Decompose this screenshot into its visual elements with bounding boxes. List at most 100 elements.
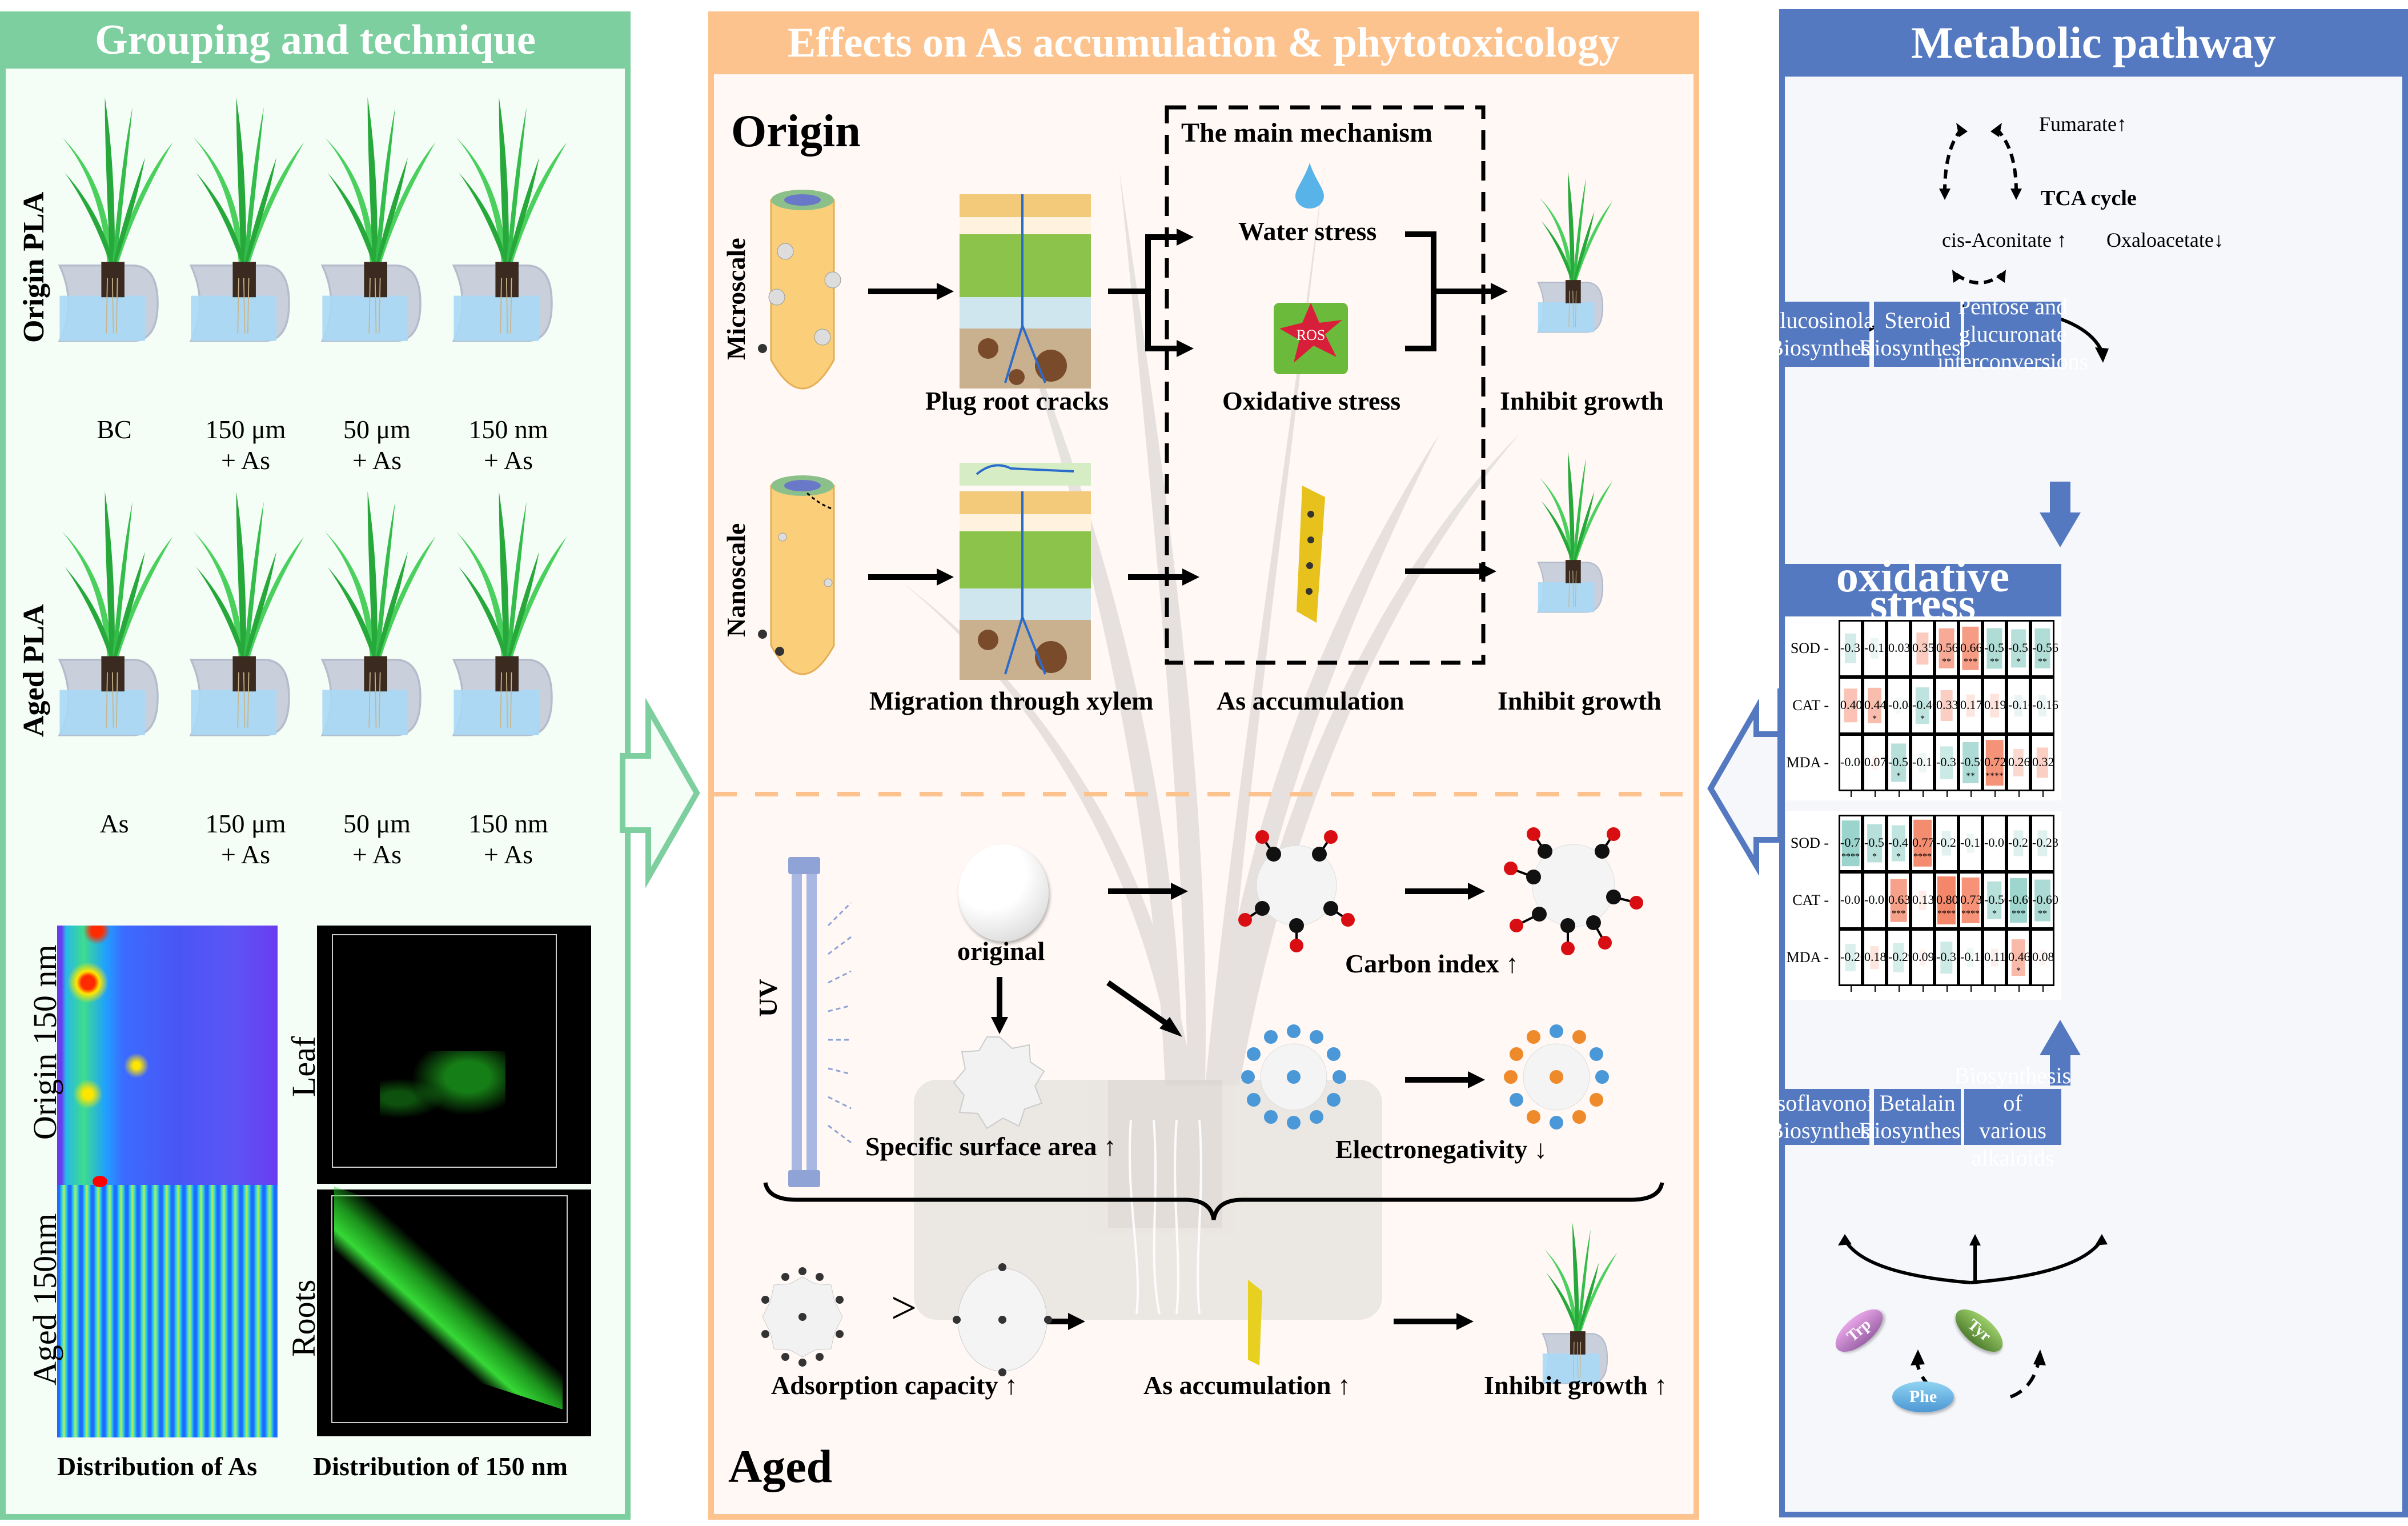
heatmap-cell: 0.11: [1982, 929, 2006, 986]
heatmap-cell-fill: [1966, 834, 1974, 853]
phe-label: Phe: [1909, 1387, 1937, 1406]
heatmap-cell-value: 0.72: [1984, 755, 2006, 769]
heatmap-cell-fill: [1844, 688, 1857, 723]
heatmap-cell-value: -0.45: [1888, 835, 1915, 850]
heatmap-cell-value: 0.44: [1864, 698, 1887, 712]
heatmap-cell: -0.12: [1958, 929, 1986, 986]
water-drop-icon: [1295, 163, 1324, 209]
pathway-box-glucosinolate: Glucosinolate Biosynthesis: [1763, 302, 1891, 367]
heatmap-cell-value: 0.77: [1912, 835, 1935, 850]
left-arrow-icon: [1707, 688, 1783, 876]
heatmap-cell-significance: *: [2016, 966, 2021, 976]
up-block-arrow-icon: [2040, 1020, 2081, 1086]
heatmap-cell-value: -0.06: [1840, 755, 1867, 769]
heatmap-cell-fill: [1966, 694, 1975, 717]
pathway-box-pentose: Pentose and glucuronate interconversions: [1937, 294, 2088, 374]
root-tissue-nano-icon: [960, 463, 1091, 680]
original-particle-icon: [958, 844, 1049, 942]
heatmap-cell-value: 0.09: [1912, 950, 1935, 964]
electronegativity-aged-particle-icon: [1504, 1024, 1609, 1130]
rice-plant-aged-2: [189, 491, 304, 736]
heatmap-cell-significance: *: [1896, 852, 1901, 862]
right-arrow-icon: [620, 698, 700, 888]
aged-adsorbent-particle-icon: [761, 1267, 844, 1367]
pathway-box-alkaloids: Biosynthesis of various alkaloids: [1955, 1063, 2071, 1171]
as-leaf-aged-icon: [1248, 1280, 1262, 1365]
heatmap-cell-value: -0.08: [1888, 698, 1915, 712]
caption-distribution-150nm: Distribution of 150 nm: [313, 1452, 568, 1481]
effects-panel-title: Effects on As accumulation & phytotoxico…: [708, 11, 1699, 74]
heatmap-cell-fill: [1896, 643, 1901, 654]
microscale-root-icon: [758, 190, 841, 390]
heatmap-cell-significance: ***: [2012, 909, 2025, 919]
result-plant-nano: [1537, 451, 1613, 613]
uv-label: UV: [753, 979, 782, 1017]
heatmap-cell-fill: [2013, 830, 2024, 856]
pathway-box-alkaloids-label: Biosynthesis of various alkaloids: [1954, 1063, 2072, 1171]
heatmap-cell-value: -0.01: [1840, 892, 1867, 907]
heatmap-cell: 0.80****: [1935, 872, 1958, 929]
oxidative-stress-title: oxidative stress: [1836, 551, 2010, 628]
heatmap-cell-value: -0.57: [1984, 640, 2010, 655]
heatmap-cell-significance: **: [1966, 771, 1975, 781]
amino-acid-arrows: [1838, 1234, 2108, 1399]
heatmap-cell-fill: [2034, 628, 2050, 669]
heatmap-tick: [1970, 791, 1972, 797]
pathway-box-pentose-label: Pentose and glucuronate interconversions: [1937, 294, 2089, 374]
heatmap-cell: 0.18: [1863, 929, 1887, 986]
heatmap-cell-value: -0.56: [2032, 640, 2058, 655]
heatmap-cell-significance: *: [1872, 714, 1877, 724]
heatmap-cell-value: 0.08: [2032, 950, 2054, 964]
heatmap-cell-fill: [1985, 740, 2004, 786]
ros-cube-icon: ROS: [1274, 303, 1348, 374]
heatmap-cell: -0.26: [1839, 929, 1867, 986]
heatmap-cell: -0.23: [2006, 815, 2034, 872]
heatmap-cell: 0.35: [1911, 620, 1935, 677]
root-tissue-micro-icon: [960, 194, 1091, 388]
heatmap-cell: -0.46*: [1911, 677, 1939, 734]
as-distribution-aged-image: [57, 1185, 278, 1437]
aged-particle-icon: [953, 1036, 1045, 1130]
heatmap-cell-value: -0.59: [1960, 755, 1986, 769]
heatmap-cell-fill: [2013, 749, 2024, 776]
heatmap-tick: [1851, 791, 1852, 797]
aged-heading: Aged: [728, 1440, 833, 1492]
heatmap-cell: -0.05: [1982, 815, 2010, 872]
scale-label-nano: Nanoscale: [721, 523, 751, 637]
pathway-box-glucosinolate-label: Glucosinolate Biosynthesis: [1763, 307, 1891, 361]
heatmap-cell-fill: [1872, 755, 1877, 770]
heatmap-tick: [2018, 791, 2020, 797]
heatmap-cell-value: -0.13: [1960, 835, 1986, 850]
confocal-label-roots: Roots: [285, 1279, 322, 1357]
as-accumulation-label: As accumulation: [1217, 686, 1404, 715]
heatmap-cell-value: 0.73: [1960, 892, 1982, 907]
mechanism-title: The main mechanism: [1181, 118, 1433, 148]
heatmap-cell-value: -0.16: [2032, 698, 2058, 712]
pathway-box-steroid: Steroid Biosynthesis: [1859, 302, 1976, 367]
scale-label-micro: Microscale: [721, 238, 751, 360]
heatmap-cell-value: 0.66: [1960, 640, 1982, 655]
origin-heading: Origin: [731, 106, 861, 157]
heatmap-cell-significance: **: [1942, 657, 1951, 667]
confocal-label-leaf: Leaf: [285, 1036, 322, 1097]
heatmap-cell: -0.50*: [1982, 872, 2010, 929]
specific-surface-area-label: Specific surface area ↑: [865, 1132, 1117, 1161]
heatmap-cell: 0.09: [1911, 929, 1935, 986]
heatmap-cell: -0.51*: [2006, 620, 2034, 677]
heatmap-cell: 0.13: [1911, 872, 1935, 929]
heatmap-cell-value: 0.17: [1960, 698, 1982, 712]
heatmap-label-aged: Aged 150nm: [26, 1213, 63, 1385]
heatmap-cell-fill: [1941, 831, 1952, 856]
confocal-roots-image: [317, 1187, 591, 1436]
heatmap-cell: -0.13: [1958, 815, 1986, 872]
heatmap-cell: -0.01: [1839, 872, 1867, 929]
caption-distribution-as: Distribution of As: [57, 1452, 258, 1481]
heatmap-cell-fill: [1913, 819, 1932, 867]
pathway-box-betalain-label: Betalain Biosynthesis: [1859, 1090, 1976, 1143]
heatmap-cell-value: -0.16: [2008, 698, 2034, 712]
heatmap-cell-significance: *: [1872, 852, 1877, 862]
heatmap-cell-fill: [1939, 628, 1955, 669]
heatmap-cell-fill: [2034, 879, 2050, 922]
heatmap-cell-fill: [1962, 626, 1979, 671]
heatmap-cell-value: 0.35: [1912, 640, 1935, 655]
